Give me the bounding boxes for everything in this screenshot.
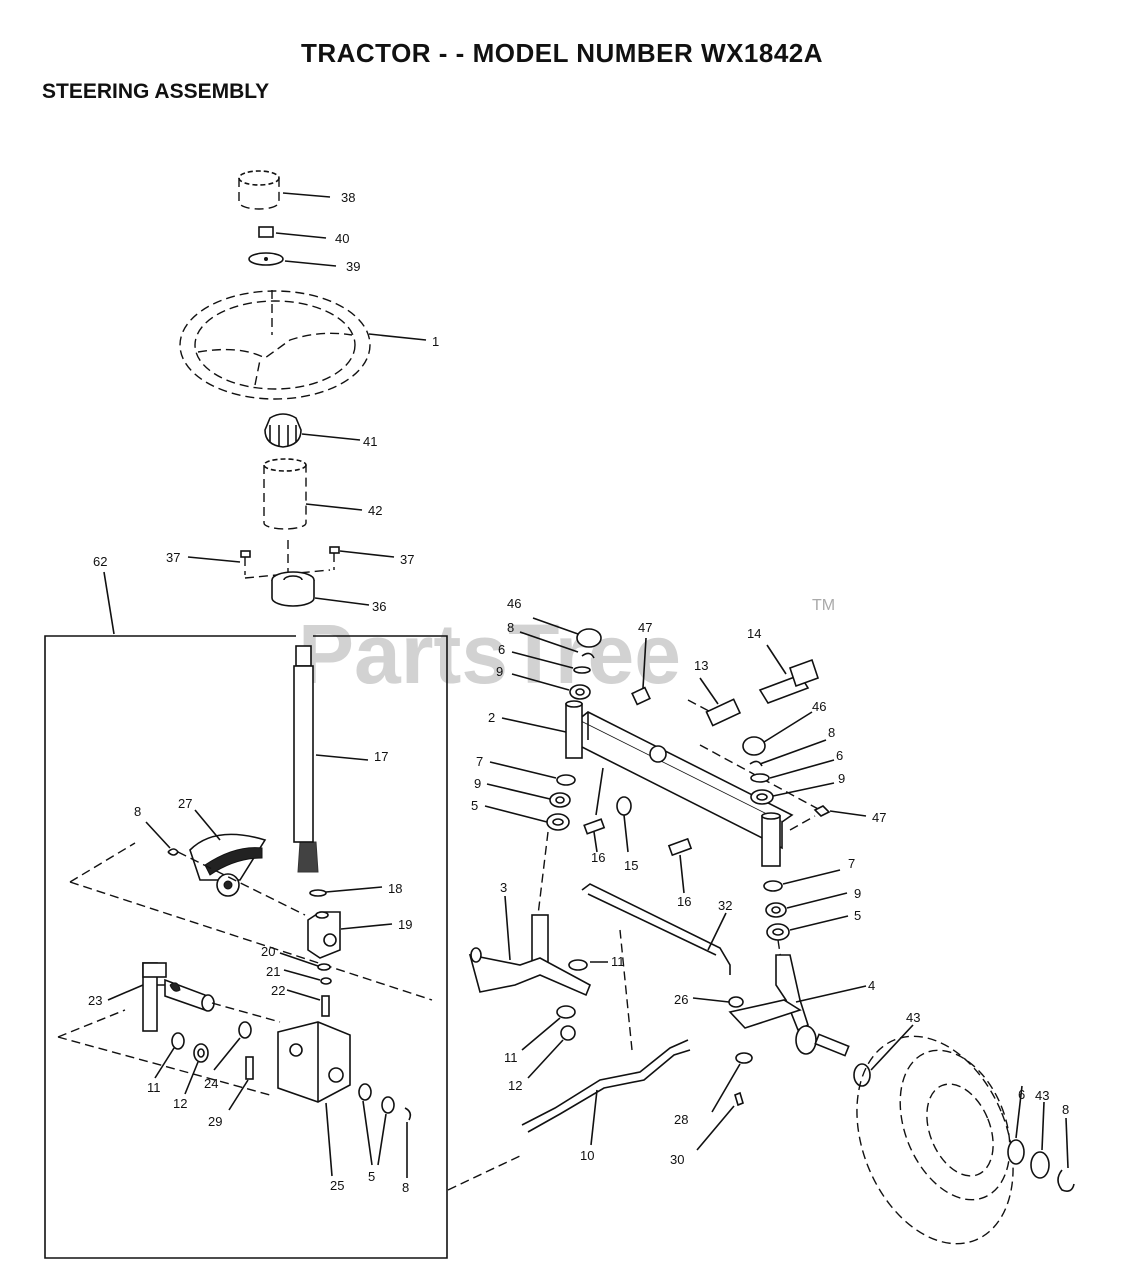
- callout-17: 17: [374, 749, 388, 764]
- callout-22: 22: [271, 983, 285, 998]
- callout-42: 42: [368, 503, 382, 518]
- callout-13: 13: [694, 658, 708, 673]
- callout-24: 24: [204, 1076, 218, 1091]
- callout-labels: 38 40 39 1 41 42 37 37 36 62 17 8 27 18 …: [88, 190, 1069, 1195]
- callout-30: 30: [670, 1152, 684, 1167]
- callout-14: 14: [747, 626, 761, 641]
- callout-40: 40: [335, 231, 349, 246]
- steering-gear-box-62: [44, 571, 448, 1259]
- callout-47-top: 47: [638, 620, 652, 635]
- callout-9-right: 9: [854, 886, 861, 901]
- callout-16-right: 16: [677, 894, 691, 909]
- callout-47-right: 47: [872, 810, 886, 825]
- callout-38: 38: [341, 190, 355, 205]
- callout-6-wheel: 6: [1018, 1087, 1025, 1102]
- callout-3: 3: [500, 880, 507, 895]
- callout-9-left: 9: [474, 776, 481, 791]
- callout-20: 20: [261, 944, 275, 959]
- callout-6-right: 6: [836, 748, 843, 763]
- callout-32: 32: [718, 898, 732, 913]
- steering-column-parts: [179, 170, 427, 607]
- callout-25: 25: [330, 1178, 344, 1193]
- callout-15: 15: [624, 858, 638, 873]
- callout-19: 19: [398, 917, 412, 932]
- callout-9-right-top: 9: [838, 771, 845, 786]
- callout-8-right: 8: [828, 725, 835, 740]
- callout-7-left: 7: [476, 754, 483, 769]
- callout-27: 27: [178, 796, 192, 811]
- watermark: PartsTree: [298, 607, 681, 701]
- callout-46-left: 46: [507, 596, 521, 611]
- callout-11-axle: 11: [611, 954, 625, 969]
- callout-5-left: 5: [471, 798, 478, 813]
- callout-18: 18: [388, 881, 402, 896]
- callout-43-wheel: 43: [1035, 1088, 1049, 1103]
- callout-1: 1: [432, 334, 439, 349]
- callout-28: 28: [674, 1112, 688, 1127]
- callout-37-left: 37: [166, 550, 180, 565]
- watermark-tm: TM: [812, 597, 835, 614]
- callout-16-left: 16: [591, 850, 605, 865]
- callout-5-right: 5: [854, 908, 861, 923]
- callout-43-upper: 43: [906, 1010, 920, 1025]
- page-title: TRACTOR - - MODEL NUMBER WX1842A: [300, 38, 824, 68]
- wheel-tire: [856, 1035, 1014, 1245]
- callout-41: 41: [363, 434, 377, 449]
- callout-12-box: 12: [173, 1096, 187, 1111]
- callout-26: 26: [674, 992, 688, 1007]
- callout-8-gear: 8: [134, 804, 141, 819]
- callout-23: 23: [88, 993, 102, 1008]
- callout-46-right: 46: [812, 699, 826, 714]
- callout-29: 29: [208, 1114, 222, 1129]
- callout-10: 10: [580, 1148, 594, 1163]
- section-title: STEERING ASSEMBLY: [42, 80, 270, 103]
- callout-21: 21: [266, 964, 280, 979]
- callout-12-lower: 12: [508, 1078, 522, 1093]
- callout-2: 2: [488, 710, 495, 725]
- callout-11-lower: 11: [504, 1050, 518, 1065]
- callout-62: 62: [93, 554, 107, 569]
- callout-8-box: 8: [402, 1180, 409, 1195]
- callout-36: 36: [372, 599, 386, 614]
- callout-37-right: 37: [400, 552, 414, 567]
- axle-assembly: [447, 617, 1075, 1245]
- callout-5-box: 5: [368, 1169, 375, 1184]
- callout-6-left: 6: [498, 642, 505, 657]
- callout-4: 4: [868, 978, 875, 993]
- callout-11-box: 11: [147, 1080, 161, 1095]
- callout-7-right: 7: [848, 856, 855, 871]
- callout-39: 39: [346, 259, 360, 274]
- callout-8-left: 8: [507, 620, 514, 635]
- callout-8-wheel: 8: [1062, 1102, 1069, 1117]
- callout-9-left-top: 9: [496, 664, 503, 679]
